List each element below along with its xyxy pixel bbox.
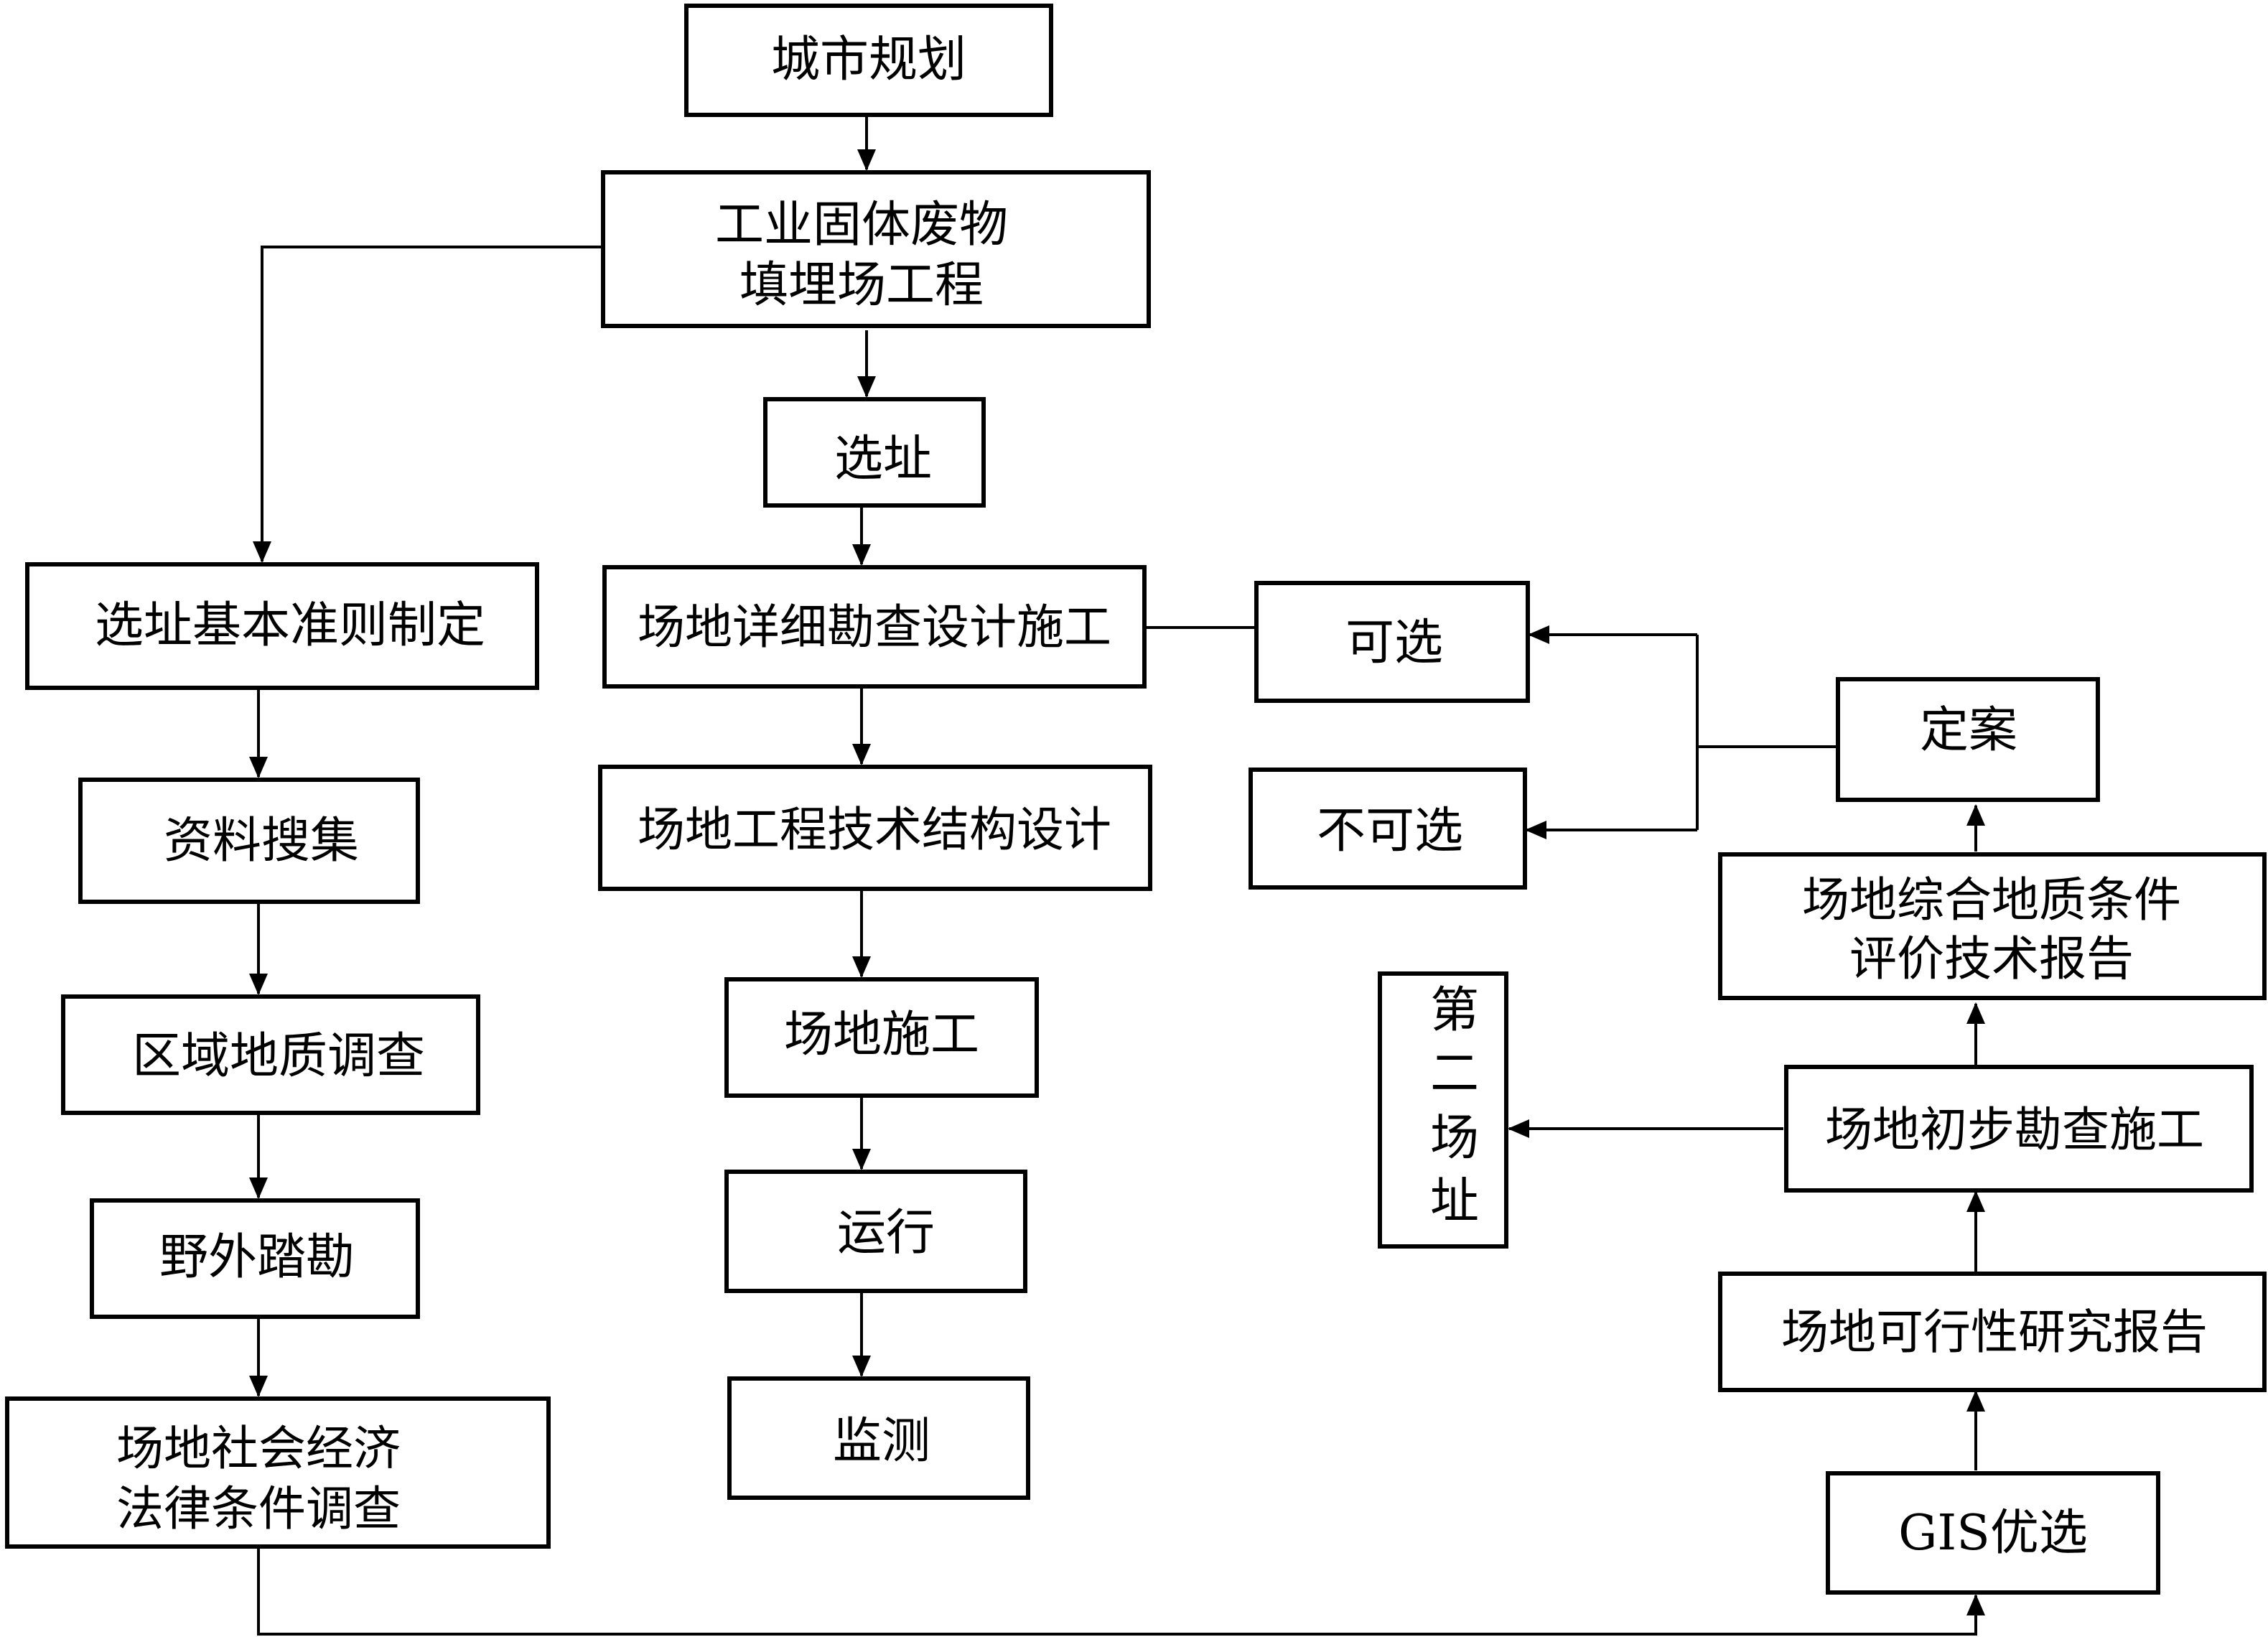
box-second-site-char2: 二 xyxy=(1430,1045,1479,1102)
box-regional-geology: 区域地质调查 xyxy=(61,994,480,1115)
box-detailed-survey: 场地详细勘查设计施工 xyxy=(602,565,1147,689)
box-socioeconomic-survey-line2: 法律条件调查 xyxy=(116,1481,401,1536)
box-selectable-label: 可选 xyxy=(1345,615,1443,671)
box-field-survey: 野外踏勘 xyxy=(90,1198,420,1319)
box-site-criteria: 选址基本准则制定 xyxy=(25,562,539,690)
box-city-planning: 城市规划 xyxy=(684,4,1053,117)
box-site-criteria-label: 选址基本准则制定 xyxy=(95,597,485,654)
box-landfill-project: 工业固体废物 填埋场工程 xyxy=(601,170,1151,328)
box-regional-geology-label: 区域地质调查 xyxy=(132,1028,425,1085)
box-finalize: 定案 xyxy=(1836,677,2100,802)
box-preliminary-survey: 场地初步勘查施工 xyxy=(1784,1065,2254,1193)
box-monitoring-label: 监测 xyxy=(833,1413,930,1470)
box-geology-report-line1: 场地综合地质条件 xyxy=(1802,872,2181,928)
box-site-selection-label: 选址 xyxy=(834,431,932,488)
box-preliminary-survey-label: 场地初步勘查施工 xyxy=(1825,1102,2204,1157)
box-structural-design-label: 场地工程技术结构设计 xyxy=(638,802,1111,857)
arrow-socio-to-gis xyxy=(257,1547,1985,1636)
box-second-site-char1: 第 xyxy=(1430,982,1479,1039)
box-socioeconomic-survey-line1: 场地社会经济 xyxy=(116,1421,401,1476)
box-finalize-label: 定案 xyxy=(1920,702,2017,759)
box-socioeconomic-survey: 场地社会经济 法律条件调查 xyxy=(5,1396,551,1549)
box-landfill-project-line2: 填埋场工程 xyxy=(739,257,984,314)
connectors xyxy=(249,115,1985,1636)
arrow-landfill-to-criteria xyxy=(253,246,602,563)
box-feasibility-report: 场地可行性研究报告 xyxy=(1718,1272,2267,1392)
box-data-collection-label: 资料搜集 xyxy=(164,813,359,869)
box-not-selectable: 不可选 xyxy=(1249,768,1527,890)
box-monitoring: 监测 xyxy=(727,1376,1030,1500)
box-second-site-char4: 址 xyxy=(1430,1173,1479,1230)
box-feasibility-report-label: 场地可行性研究报告 xyxy=(1781,1305,2208,1360)
box-selectable: 可选 xyxy=(1254,581,1530,703)
box-not-selectable-label: 不可选 xyxy=(1317,803,1463,859)
box-site-construction: 场地施工 xyxy=(724,977,1039,1098)
box-operation: 运行 xyxy=(724,1170,1027,1293)
box-site-construction-label: 场地施工 xyxy=(784,1007,979,1063)
box-city-planning-label: 城市规划 xyxy=(771,32,966,88)
box-detailed-survey-label: 场地详细勘查设计施工 xyxy=(638,600,1111,655)
box-site-selection: 选址 xyxy=(763,397,986,508)
box-geology-report-line2: 评价技术报告 xyxy=(1849,931,2134,987)
box-landfill-project-line1: 工业固体废物 xyxy=(715,197,1008,253)
box-second-site-char3: 场 xyxy=(1430,1110,1479,1167)
box-gis-selection: GIS优选 xyxy=(1826,1471,2160,1595)
box-geology-report: 场地综合地质条件 评价技术报告 xyxy=(1718,852,2267,1000)
box-field-survey-label: 野外踏勘 xyxy=(159,1229,355,1286)
box-data-collection: 资料搜集 xyxy=(78,778,420,904)
box-operation-label: 运行 xyxy=(837,1205,935,1261)
box-structural-design: 场地工程技术结构设计 xyxy=(598,765,1152,891)
box-gis-selection-label: GIS优选 xyxy=(1898,1505,2088,1562)
box-second-site: 第 二 场 址 xyxy=(1378,971,1508,1249)
